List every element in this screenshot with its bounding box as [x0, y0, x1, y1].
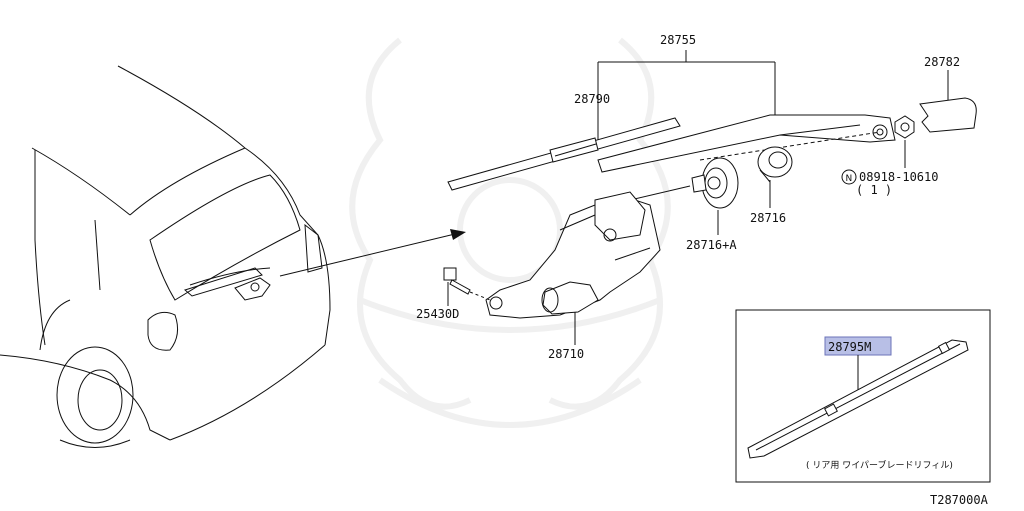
diagram-code: T287000A: [930, 493, 989, 507]
seal-28716-a: [691, 157, 739, 235]
motor-28710: [485, 185, 691, 345]
label-08918-prefix: N: [846, 174, 853, 184]
watermark: [349, 37, 671, 428]
nut-08918-10610: [894, 115, 915, 168]
label-25430d: 25430D: [416, 307, 459, 321]
label-28716-a: 28716+A: [686, 238, 737, 252]
grommet-28716: [757, 146, 793, 208]
bolt-25430d: [443, 267, 491, 306]
label-28755: 28755: [660, 33, 696, 47]
label-28795m: 28795M: [828, 340, 871, 354]
label-28782: 28782: [924, 55, 960, 69]
wiper-blade-28790: [447, 117, 681, 191]
n-circle-icon: [841, 169, 857, 185]
label-28716: 28716: [750, 211, 786, 225]
leader-28755: [597, 50, 776, 142]
label-08918-10610: 08918-10610: [859, 170, 938, 184]
label-28710: 28710: [548, 347, 584, 361]
label-08918-qty: ( 1 ): [856, 183, 892, 197]
refill-inset-box: 28795M ( リア用 ワイパーブレードリフィル): [735, 309, 991, 483]
pointer-arrow: [279, 229, 466, 277]
label-28790: 28790: [574, 92, 610, 106]
part-labels: 28755 28782 28790 N 08918-10610 ( 1 ) 28…: [416, 33, 960, 361]
inset-caption: ( リア用 ワイパーブレードリフィル): [806, 459, 953, 471]
cap-28782: [919, 70, 977, 133]
car-rear-illustration: [0, 65, 331, 448]
wiper-arm-28755: [597, 114, 896, 173]
